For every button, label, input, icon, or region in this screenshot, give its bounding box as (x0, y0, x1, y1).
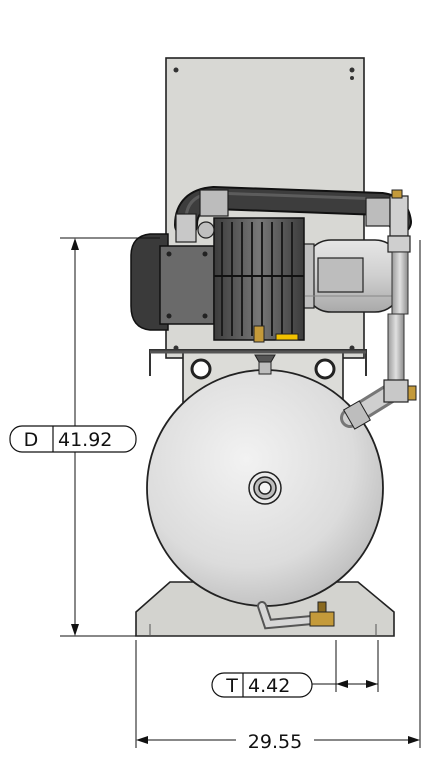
height-dimension: D 41.92 (9, 237, 160, 637)
height-dimension-prefix: D (24, 429, 39, 451)
drain-valve-icon (257, 601, 335, 630)
width-dimension: 29.55 (135, 240, 421, 753)
height-label-frame (9, 425, 137, 453)
electric-motor-icon (299, 239, 402, 313)
offset-dimension: T 4.42 (211, 640, 379, 698)
offset-dimension-prefix: T (225, 675, 238, 697)
height-dimension-value: 41.92 (58, 429, 112, 451)
hose-icon (174, 185, 412, 315)
offset-dimension-value: 4.42 (248, 675, 290, 697)
vacuum-pump-icon (130, 217, 305, 343)
side-pipe-icon (340, 313, 417, 430)
width-dimension-value: 29.55 (248, 731, 302, 753)
offset-label-frame (211, 672, 313, 698)
